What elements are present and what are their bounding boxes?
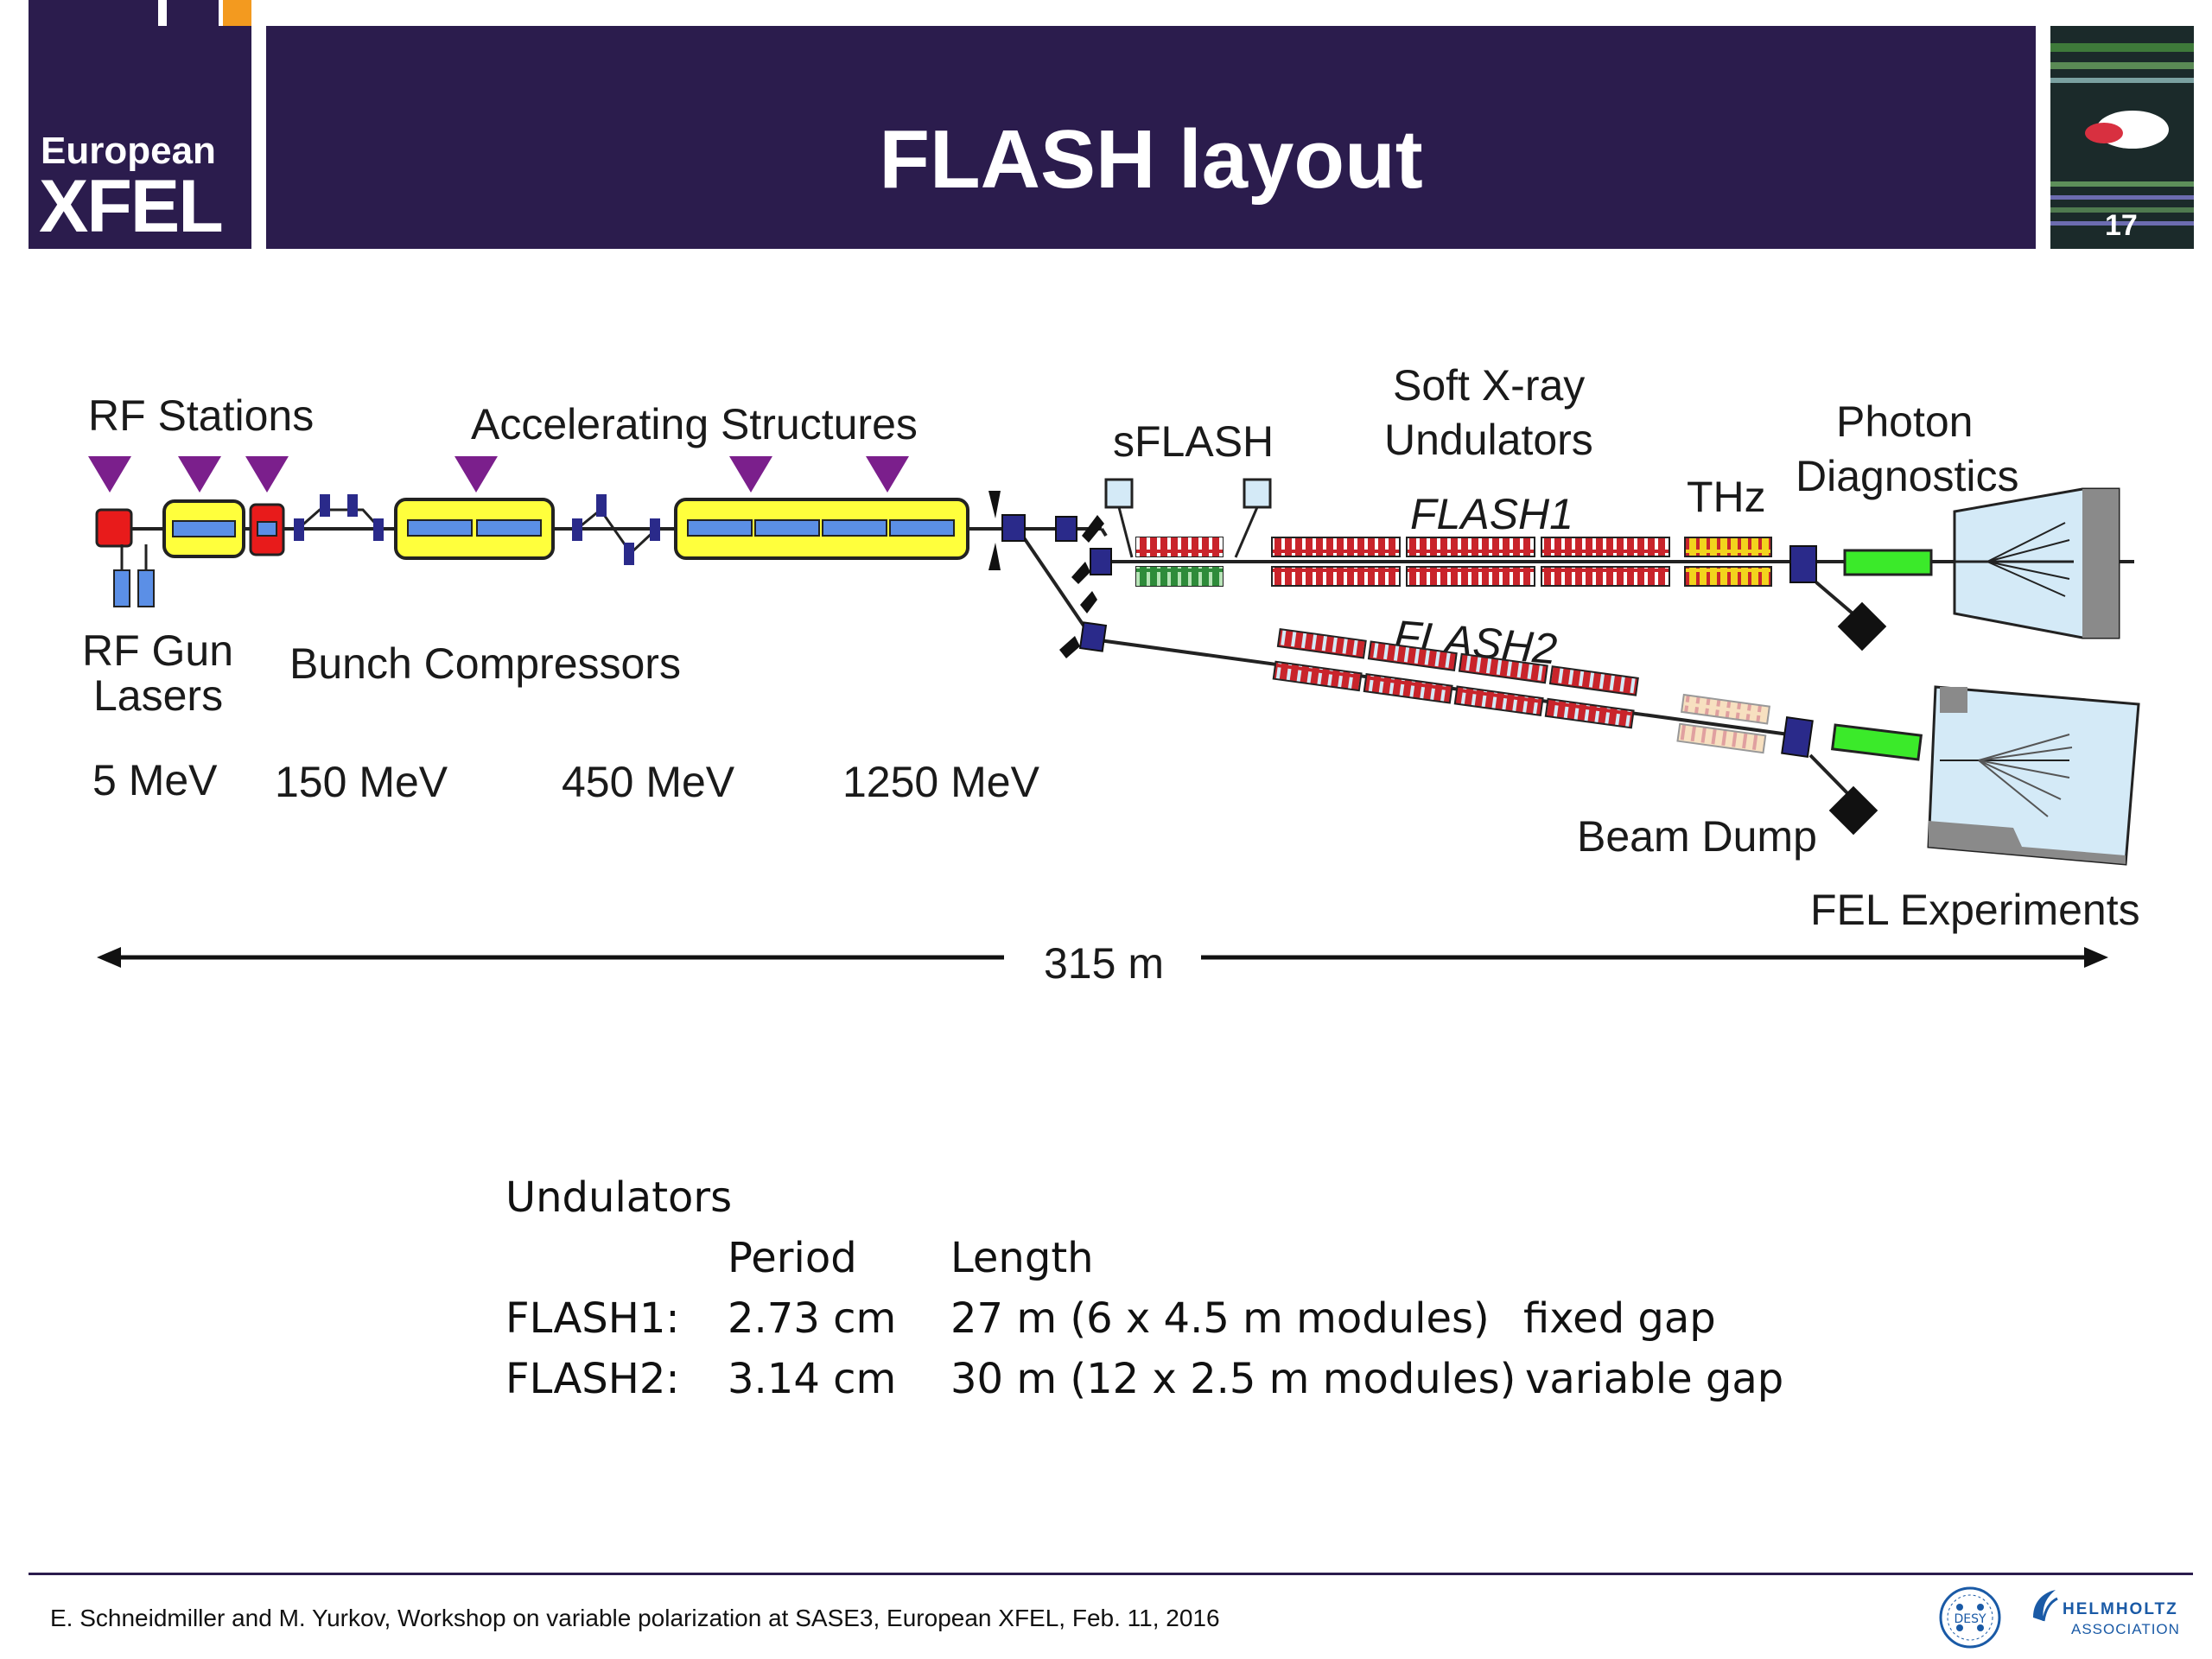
label-beam-dump: Beam Dump (1577, 812, 1817, 861)
label-photon: Photon (1836, 397, 1973, 446)
rf-station-marker (245, 456, 289, 493)
logo-text-european: European (41, 130, 216, 172)
flash1-beam-dump (1837, 601, 1887, 652)
sflash-seed-laser (1104, 478, 1134, 509)
flash2-dipole (1781, 715, 1814, 759)
label-undulators: Undulators (1384, 416, 1593, 464)
energy-label: 1250 MeV (842, 758, 1040, 806)
label-sflash: sFLASH (1113, 417, 1274, 466)
label-diagnostics: Diagnostics (1796, 452, 2018, 500)
gun-laser (137, 569, 155, 607)
label-bunch-compressors: Bunch Compressors (289, 639, 681, 688)
flash2-photon-diagnostic (1830, 723, 1923, 761)
flash2-undulators (1272, 627, 1639, 729)
rf-station-marker (866, 456, 909, 493)
flash1-photon-diagnostic (1843, 549, 1933, 576)
rf-station-marker (454, 456, 498, 493)
column-header-period: Period (728, 1234, 857, 1282)
flash2-beam-dump (1828, 785, 1878, 836)
rf-station-marker (729, 456, 772, 493)
sflash-seed-laser (1243, 478, 1272, 509)
sflash-undulator (1135, 537, 1224, 587)
gun-laser (113, 569, 130, 607)
flash2-experiment-hall (1927, 685, 2140, 866)
rf-station-markers (88, 456, 909, 493)
label-flash1: FLASH1 (1410, 490, 1573, 538)
rf-station-marker (178, 456, 221, 493)
row-name: FLASH1: (505, 1294, 680, 1343)
page-title: FLASH layout (879, 113, 1423, 206)
label-rf-stations: RF Stations (88, 391, 314, 440)
footer-citation: E. Schneidmiller and M. Yurkov, Workshop… (50, 1605, 1220, 1631)
label-thz: THz (1687, 473, 1766, 521)
header-photo (2050, 26, 2194, 249)
flash1-undulators (1271, 537, 1670, 587)
title-bar: FLASH layout (266, 26, 2036, 249)
energy-label: 450 MeV (562, 758, 735, 806)
flash1-dipole (1789, 545, 1817, 583)
flash2-afterburner (1676, 693, 1771, 754)
energy-label: 150 MeV (275, 758, 448, 806)
slide-header: European XFEL FLASH layout 17 (0, 0, 2212, 259)
logo-text-xfel: XFEL (39, 165, 224, 248)
desy-logo-text: DESY (1954, 1612, 1986, 1626)
label-fel-experiments: FEL Experiments (1810, 886, 2140, 934)
rf-station-marker (88, 456, 131, 493)
column-header-length: Length (950, 1234, 1094, 1282)
table-heading: Undulators (505, 1173, 733, 1222)
label-length: 315 m (1044, 939, 1164, 988)
helmholtz-swirl-icon (2033, 1590, 2058, 1622)
footer-divider (29, 1573, 2193, 1575)
row-gap: fixed gap (1523, 1294, 1716, 1343)
bunch-compressor-1 (294, 494, 384, 541)
bunch-compressor-2 (572, 494, 660, 565)
energy-label: 5 MeV (92, 756, 218, 804)
helmholtz-text: HELMHOLTZ (2063, 1600, 2178, 1618)
row-length: 27 m (6 x 4.5 m modules) (950, 1294, 1490, 1343)
label-lasers: Lasers (93, 671, 223, 720)
row-period: 3.14 cm (728, 1355, 897, 1403)
logo-orange-square (223, 0, 251, 26)
rf-gun (95, 508, 133, 548)
row-gap: variable gap (1525, 1355, 1784, 1403)
european-xfel-logo: European XFEL (29, 0, 251, 249)
helmholtz-subtext: ASSOCIATION (2071, 1621, 2180, 1637)
flash-layout-diagram: RF Stations Accelerating Structures sFLA… (82, 361, 2140, 988)
label-soft-xray: Soft X-ray (1393, 361, 1585, 410)
row-length: 30 m (12 x 2.5 m modules) (950, 1355, 1516, 1403)
accelerating-module (394, 498, 555, 560)
page-number: 17 (2105, 209, 2138, 242)
row-period: 2.73 cm (728, 1294, 897, 1343)
desy-logo: DESY (1936, 1583, 2005, 1656)
label-rf-gun: RF Gun (82, 626, 233, 675)
flash1-experiment-hall (1953, 487, 2120, 639)
length-arrow: 315 m (97, 939, 2108, 988)
row-name: FLASH2: (505, 1355, 680, 1403)
label-accelerating-structures: Accelerating Structures (471, 400, 918, 448)
thz-undulator (1684, 537, 1772, 587)
